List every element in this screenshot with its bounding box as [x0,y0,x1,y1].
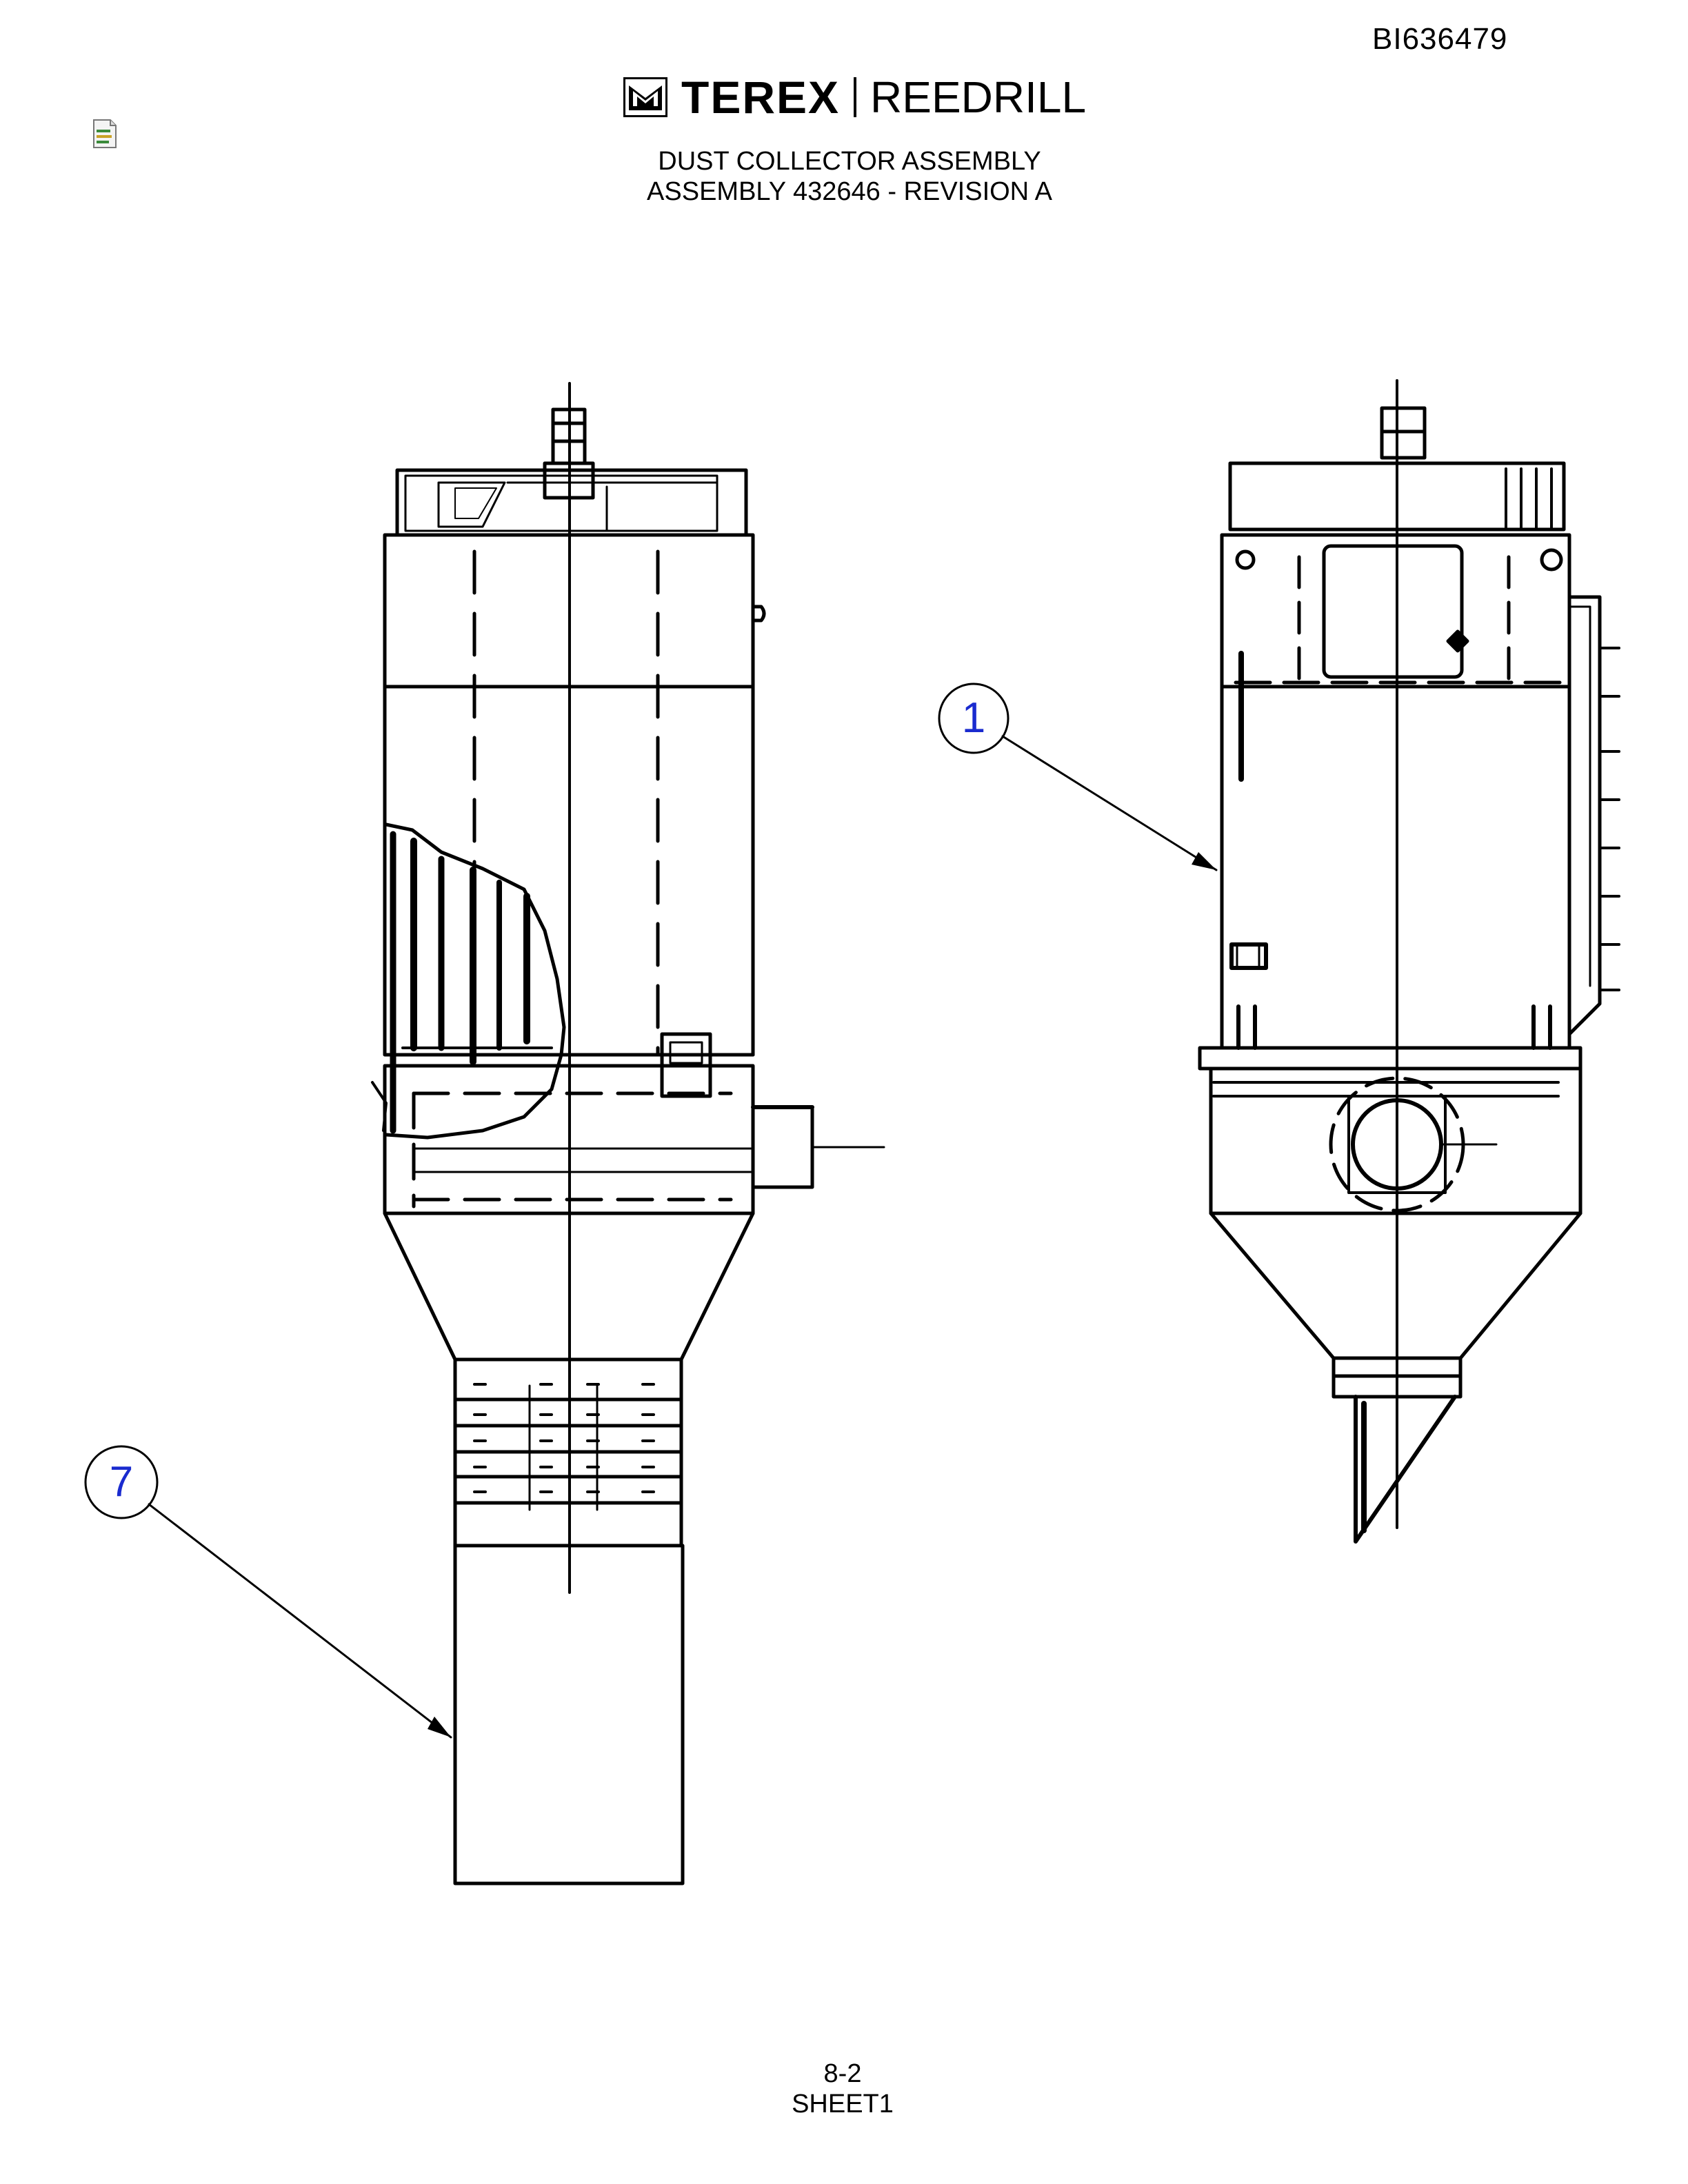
drawing-title-block: DUST COLLECTOR ASSEMBLY ASSEMBLY 432646 … [0,146,1688,207]
sheet-number: SHEET1 [792,2090,894,2119]
terex-reedrill-logo: TEREX REEDRILL [623,74,1086,120]
callout-7 [84,1445,452,1739]
title-line-2: ASSEMBLY 432646 - REVISION A [647,177,1052,206]
callout-1-label: 1 [961,694,986,742]
document-page-icon[interactable] [91,119,119,149]
title-line-1: DUST COLLECTOR ASSEMBLY [658,147,1041,176]
page-footer: 8-2 SHEET1 [0,2059,1688,2119]
callout-7-label: 7 [109,1458,134,1506]
page-number: 8-2 [823,2059,862,2088]
logo-separator [854,77,857,117]
logo-brand-text: TEREX [681,72,841,123]
document-id: BI636479 [1372,22,1508,56]
callout-1 [938,682,1218,871]
logo-product-text: REEDRILL [870,72,1087,122]
right-front-view [1198,379,1620,1544]
left-side-view [371,382,885,1885]
terex-crown-mark-icon [623,77,667,117]
